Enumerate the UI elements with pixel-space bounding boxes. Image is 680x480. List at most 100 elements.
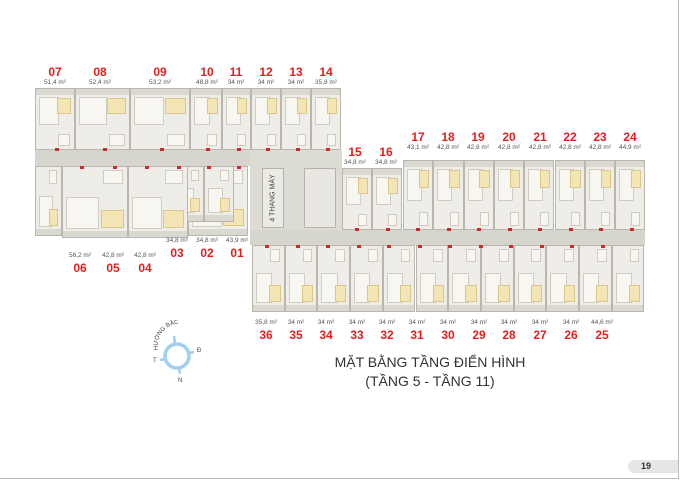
apartment-unit [222, 88, 251, 150]
unit-area: 51,4 m² [43, 79, 67, 86]
unit-number: 04 [138, 260, 152, 275]
elevator-bank: 4 THANG MÁY [262, 168, 284, 228]
apartment-unit [190, 88, 222, 150]
unit-area: 35,8 m² [254, 319, 278, 326]
apartment-unit [317, 245, 351, 312]
unit-number: 23 [593, 130, 607, 144]
unit-number: 12 [259, 65, 273, 79]
unit-door [145, 166, 149, 169]
unit-area: 34 m² [287, 319, 305, 326]
apartment-unit [513, 245, 547, 312]
unit-area: 44,6 m² [590, 319, 614, 326]
compass-east: Đ [197, 348, 202, 354]
unit-number: 28 [502, 327, 516, 342]
unit-door [266, 148, 270, 151]
apartment-unit [584, 160, 616, 230]
unit-door [160, 148, 164, 151]
unit-door [568, 228, 573, 231]
unit-door [599, 228, 603, 231]
unit-area: 34 m² [531, 319, 549, 326]
unit-number: 02 [200, 245, 214, 260]
unit-number: 30 [441, 327, 455, 342]
unit-area: 34,8 m² [165, 237, 189, 244]
unit-area: 34 m² [287, 79, 305, 86]
unit-number: 21 [533, 130, 547, 144]
unit-door [236, 148, 241, 151]
unit-area: 42,8 m² [101, 252, 125, 259]
apartment-unit [554, 160, 585, 230]
compass-icon: HƯỚNG BẮC T Đ N [153, 319, 202, 384]
unit-number: 13 [289, 65, 303, 79]
unit-area: 34 m² [408, 319, 426, 326]
apartment-unit [579, 245, 612, 312]
elevator-label: 4 THANG MÁY [269, 174, 277, 222]
unit-number: 25 [595, 327, 609, 342]
stairwell [304, 168, 336, 228]
unit-door [629, 228, 634, 231]
unit-door [477, 228, 481, 231]
unit-number: 18 [441, 130, 455, 144]
unit-area: 44,9 m² [618, 144, 642, 151]
unit-area: 34 m² [470, 319, 488, 326]
unit-area: 34,8 m² [195, 237, 219, 244]
unit-area: 53,2 m² [148, 79, 172, 86]
apartment-unit [281, 88, 311, 150]
apartment-unit [433, 160, 464, 230]
unit-area: 42,8 m² [497, 144, 521, 151]
unit-door [507, 228, 512, 231]
apartment-unit [463, 160, 494, 230]
unit-number: 08 [93, 65, 107, 79]
compass-west: T [153, 358, 157, 364]
unit-door [509, 245, 513, 248]
apartment-unit [35, 88, 75, 150]
unit-door [206, 148, 210, 151]
unit-number: 35 [289, 327, 303, 342]
corridor-right [250, 230, 645, 245]
unit-door [385, 228, 390, 231]
unit-door [265, 245, 269, 248]
unit-area: 42,8 m² [466, 144, 490, 151]
unit-door [80, 166, 84, 169]
unit-number: 19 [471, 130, 485, 144]
plan-title: MẶT BẰNG TẦNG ĐIỂN HÌNH [334, 354, 526, 370]
unit-door [478, 245, 483, 248]
apartment-unit [611, 245, 645, 312]
unit-number: 01 [230, 245, 244, 260]
unit-number: 29 [472, 327, 486, 342]
unit-door [326, 245, 330, 248]
apartment-unit [524, 160, 555, 230]
unit-area: 34 m² [500, 319, 518, 326]
unit-number: 09 [153, 65, 167, 79]
unit-door [295, 245, 300, 248]
apartment-unit [382, 245, 416, 312]
unit-door [355, 228, 359, 231]
apartment-unit [311, 88, 341, 150]
unit-area: 42,8 m² [133, 252, 157, 259]
unit-number: 26 [564, 327, 578, 342]
unit-number: 07 [48, 65, 62, 79]
unit-door [177, 166, 181, 169]
